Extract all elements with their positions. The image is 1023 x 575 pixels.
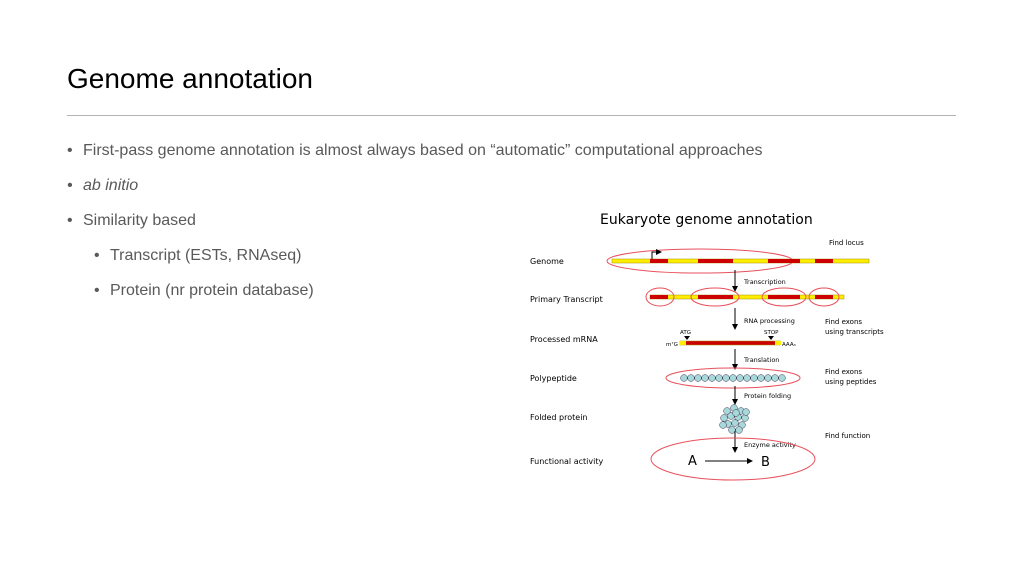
genome-exon [815, 259, 833, 263]
genome-exon [768, 259, 800, 263]
folded-bead [728, 426, 736, 434]
transcript-exon [815, 295, 833, 299]
annotation-find-exons-transcripts-2: using transcripts [825, 328, 884, 336]
polypeptide-beads [680, 374, 786, 382]
bullet-list: First-pass genome annotation is almost a… [67, 140, 762, 315]
substrate-label: A [688, 454, 697, 469]
amino-acid-bead [715, 374, 723, 382]
transcript-exon [650, 295, 668, 299]
transcription-start-arrow-icon [651, 249, 662, 259]
amino-acid-bead [757, 374, 765, 382]
stage-label-genome: Genome [530, 257, 564, 266]
annotation-find-exons-transcripts: Find exons [825, 318, 862, 326]
arrow-label-translation: Translation [743, 356, 779, 364]
exon-highlight-circle [808, 287, 840, 307]
folded-bead [719, 421, 727, 429]
sub-bullet-item: Protein (nr protein database) [67, 280, 762, 302]
bullet-item: First-pass genome annotation is almost a… [67, 140, 762, 162]
folded-bead [735, 426, 743, 434]
exon-highlight-circle [690, 287, 740, 307]
stop-marker-icon [768, 336, 774, 340]
figure-title: Eukaryote genome annotation [600, 212, 813, 228]
stop-codon-label: STOP [764, 330, 779, 336]
annotation-find-exons-peptides: Find exons [825, 368, 862, 376]
amino-acid-bead [687, 374, 695, 382]
folded-bead [731, 419, 739, 427]
arrow-label-protein-folding: Protein folding [744, 392, 791, 400]
title-divider [67, 115, 956, 116]
polya-tail-label: AAAₙ [782, 342, 796, 348]
mrna-strand [679, 340, 781, 346]
amino-acid-bead [771, 374, 779, 382]
amino-acid-bead [722, 374, 730, 382]
genome-exon [650, 259, 668, 263]
utr [680, 341, 686, 345]
genome-exon [698, 259, 733, 263]
exon-highlight-circle [645, 287, 675, 307]
stage-label-folded-protein: Folded protein [530, 413, 588, 422]
amino-acid-bead [764, 374, 772, 382]
amino-acid-bead [680, 374, 688, 382]
slide-title: Genome annotation [67, 63, 313, 94]
annotation-diagram: Eukaryote genome annotation Genome Prima… [530, 212, 884, 481]
sub-bullet-item: Transcript (ESTs, RNAseq) [67, 245, 762, 267]
arrow-label-rna-processing: RNA processing [744, 317, 795, 325]
folded-bead [732, 409, 740, 417]
amino-acid-bead [694, 374, 702, 382]
stage-label-functional-activity: Functional activity [530, 457, 603, 466]
transcript-exon [698, 295, 733, 299]
primary-transcript-strand [649, 294, 845, 300]
stage-label-processed-mrna: Processed mRNA [530, 335, 598, 344]
stage-label-primary-transcript: Primary Transcript [530, 295, 603, 304]
bullet-item: ab initio [67, 175, 762, 197]
folded-bead [723, 407, 731, 415]
annotation-find-exons-peptides-2: using peptides [825, 378, 877, 386]
amino-acid-bead [778, 374, 786, 382]
arrow-label-transcription: Transcription [743, 278, 786, 286]
start-codon-label: ATG [680, 330, 691, 336]
amino-acid-bead [729, 374, 737, 382]
peptide-highlight-circle [665, 367, 801, 389]
amino-acid-bead [743, 374, 751, 382]
folded-bead [720, 414, 728, 422]
amino-acid-bead [701, 374, 709, 382]
exon-highlight-circle [761, 287, 807, 307]
cap-label: m⁷G [666, 341, 678, 348]
start-marker-icon [684, 336, 690, 340]
annotation-find-locus: Find locus [829, 239, 864, 247]
amino-acid-bead [736, 374, 744, 382]
transcript-exon [768, 295, 800, 299]
amino-acid-bead [708, 374, 716, 382]
product-label: B [761, 455, 770, 470]
function-highlight-circle [650, 437, 816, 481]
folded-bead [741, 414, 749, 422]
amino-acid-bead [750, 374, 758, 382]
bullet-item: Similarity based [67, 210, 762, 232]
utr [775, 341, 781, 345]
genome-strand [611, 258, 870, 264]
annotation-find-function: Find function [825, 432, 870, 440]
annotation-figure: Eukaryote genome annotation Genome Prima… [520, 205, 920, 490]
folded-bead [742, 408, 750, 416]
stage-label-polypeptide: Polypeptide [530, 374, 577, 383]
arrow-label-enzyme-activity: Enzyme activity [744, 441, 796, 449]
folded-protein-cluster [719, 404, 750, 434]
